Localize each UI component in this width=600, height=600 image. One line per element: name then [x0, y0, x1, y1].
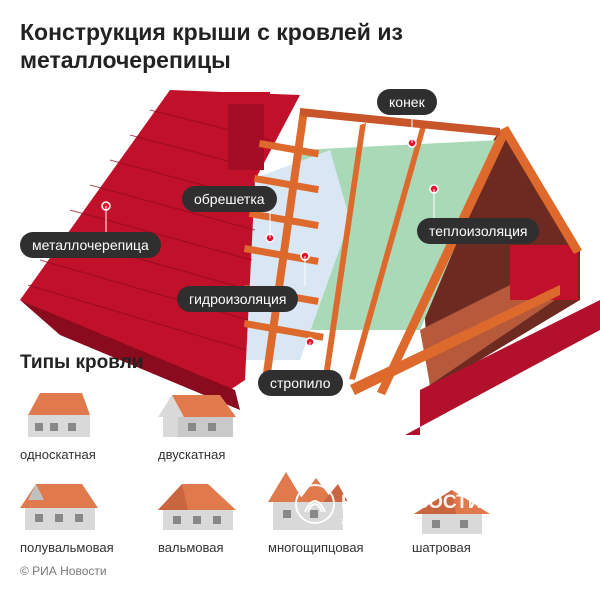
watermark-name: РИА НОВОСТИ — [341, 492, 482, 513]
callout-ridge: конек — [377, 89, 437, 115]
floor-joist — [350, 285, 560, 395]
infographic-title: Конструкция крыши с кровлей из металлоче… — [20, 19, 403, 73]
callout-insulation: теплоизоляция — [417, 218, 540, 244]
chimney — [228, 100, 264, 170]
back-wall — [510, 245, 578, 300]
roof-type-label: односкатная — [20, 447, 96, 462]
rafters — [262, 110, 582, 395]
callout-waterproofing: гидроизоляция — [177, 286, 299, 312]
ria-novosti-watermark: РИА НОВОСТИ #8189154 — [293, 482, 481, 531]
gable-roof-house-icon — [158, 395, 236, 437]
chimney-cap — [222, 92, 270, 104]
tent-roof-house-icon — [414, 490, 490, 534]
ria-logo-icon — [295, 484, 335, 524]
multi-gable-roof-house-icon — [268, 472, 348, 530]
callout-metal-tile: металлочерепица — [20, 232, 161, 258]
roof-type-label: шатровая — [412, 540, 471, 555]
eave-fascia — [20, 300, 240, 410]
half-hip-roof-house-icon — [20, 484, 98, 530]
roof-type-label: двускатная — [158, 447, 226, 462]
ridge-beam — [300, 108, 500, 136]
watermark-id: #8189154 — [341, 516, 390, 528]
roof-type-label: многощипцовая — [268, 540, 364, 555]
copyright: © РИА Новости — [20, 564, 107, 578]
roof-type-label: полувальмовая — [20, 540, 114, 555]
callout-rafter: стропило — [258, 370, 343, 396]
right-wall — [405, 300, 600, 435]
hip-roof-house-icon — [158, 484, 236, 530]
callout-battens: обрешетка — [182, 186, 277, 212]
single-pitch-roof-house-icon — [28, 393, 90, 437]
roof-types-title: Типы кровли — [20, 352, 144, 373]
roof-type-label: вальмовая — [158, 540, 224, 555]
